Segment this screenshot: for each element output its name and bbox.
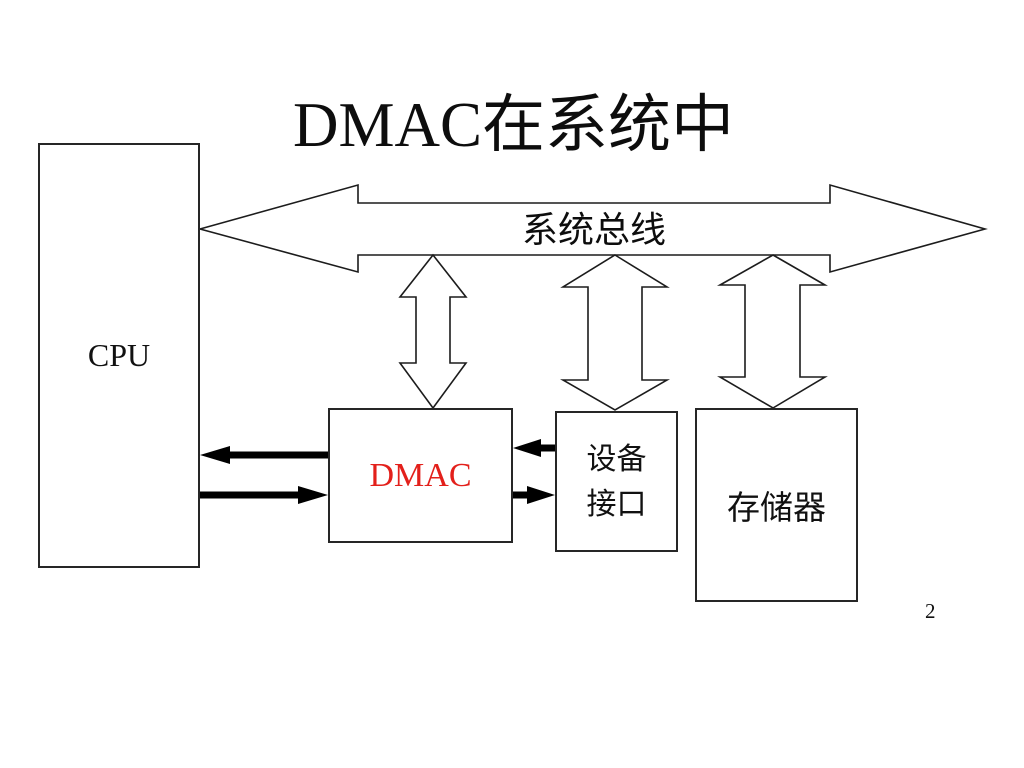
device-interface-label-line1: 设备 bbox=[586, 442, 647, 476]
cpu-box: CPU bbox=[38, 143, 200, 568]
system-bus-label: 系统总线 bbox=[521, 210, 666, 250]
arrow-cpu-to-dmac bbox=[199, 486, 328, 504]
arrow-dmac-to-cpu bbox=[200, 446, 328, 464]
slide-title: DMAC在系统中 bbox=[293, 90, 735, 160]
dmac-box: DMAC bbox=[328, 408, 513, 543]
system-bus-arrow bbox=[196, 183, 988, 274]
memory-box: 存储器 bbox=[695, 408, 858, 602]
bus-device-interface-double-arrow bbox=[560, 254, 670, 411]
arrow-dmac-to-device-interface bbox=[513, 486, 555, 504]
bus-memory-double-arrow bbox=[716, 254, 828, 409]
arrow-device-interface-to-dmac bbox=[513, 439, 555, 457]
cpu-label: CPU bbox=[87, 337, 151, 373]
bus-dmac-double-arrow bbox=[398, 253, 468, 410]
page-number: 2 bbox=[925, 599, 936, 623]
memory-label: 存储器 bbox=[727, 491, 826, 527]
device-interface-label: 设备 接口 bbox=[587, 437, 647, 527]
device-interface-box: 设备 接口 bbox=[555, 411, 678, 552]
device-interface-label-line2: 接口 bbox=[586, 487, 647, 521]
dmac-label: DMAC bbox=[369, 456, 472, 494]
